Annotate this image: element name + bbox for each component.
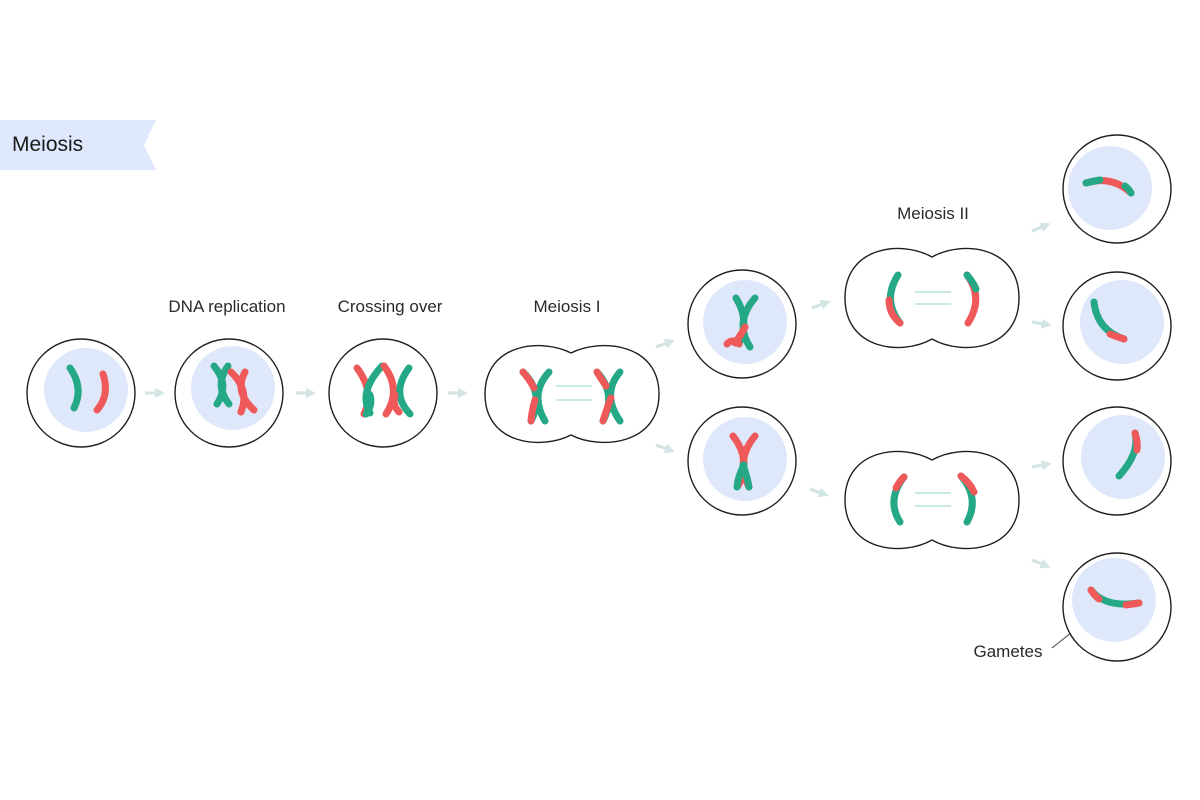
gamete-3 — [1062, 406, 1172, 516]
chromosome-red-segment — [1106, 330, 1128, 343]
title-text: Meiosis — [12, 133, 83, 156]
chromosome-right-red — [957, 472, 978, 496]
chromosome-red — [93, 370, 109, 414]
cell-meiosis-2-bottom — [844, 450, 1020, 550]
chromatid-green-bottom-2 — [739, 461, 753, 491]
nucleus — [191, 346, 275, 430]
arrow-8 — [1030, 218, 1053, 236]
chromosome-left-red — [892, 473, 908, 492]
chromatid-right-red-top — [593, 368, 610, 390]
cell-parent — [26, 338, 136, 448]
nucleus — [1081, 415, 1165, 499]
chromatid-left-red-top — [519, 368, 538, 392]
label-meiosis-2: Meiosis II — [897, 204, 969, 223]
chromatid-red-2 — [237, 368, 258, 414]
label-gametes: Gametes — [974, 642, 1043, 661]
chromosome-right-green — [963, 271, 980, 293]
cell-crossing-over — [328, 338, 438, 448]
cell-daughter-top — [687, 269, 797, 379]
label-meiosis-1: Meiosis I — [533, 297, 600, 316]
arrow-6 — [810, 296, 833, 313]
nucleus — [1080, 280, 1164, 364]
chromosome-red-left — [1087, 586, 1103, 603]
cell-membrane — [484, 344, 660, 444]
chromosome-green-tip — [1121, 182, 1135, 197]
crossover-segment-red — [390, 391, 403, 416]
cell-membrane — [844, 450, 1020, 550]
cell-dna-replication — [174, 338, 284, 448]
cell-meiosis-1 — [484, 344, 660, 444]
cell-meiosis-2-top — [844, 247, 1020, 349]
chromatid-left-2 — [534, 368, 553, 425]
chromatid-red-2 — [380, 362, 397, 418]
arrow-2 — [296, 388, 316, 398]
chromosome-green-segment — [1082, 176, 1104, 187]
label-crossing-over: Crossing over — [338, 297, 443, 316]
gamete-1 — [1062, 134, 1172, 244]
chromosome-red-right — [1122, 599, 1143, 609]
chromatid-left-red-bottom — [527, 396, 539, 425]
chromatid-green-2 — [396, 364, 414, 418]
nucleus — [1068, 146, 1152, 230]
cell-membrane — [328, 338, 438, 448]
arrow-1 — [145, 388, 165, 398]
chromatid-2 — [739, 294, 759, 351]
gamete-4 — [1062, 552, 1172, 662]
arrow-11 — [1030, 555, 1053, 573]
chromosome-red-segment — [1131, 429, 1141, 454]
arrow-9 — [1031, 317, 1053, 331]
cell-daughter-bottom — [687, 406, 797, 516]
title-banner-shape — [0, 120, 156, 170]
chromatid-red-segment — [731, 323, 749, 347]
title-banner: Meiosis — [0, 120, 156, 170]
chromosome-left-red — [885, 296, 904, 327]
chromatid-green-2 — [217, 362, 233, 408]
gamete-2 — [1062, 271, 1172, 381]
chromosome-green — [66, 364, 82, 412]
nucleus — [44, 348, 128, 432]
arrow-3 — [448, 388, 468, 398]
arrow-7 — [808, 484, 831, 501]
arrow-4 — [654, 335, 677, 352]
cell-membrane — [844, 247, 1020, 349]
chromatid-right-red-bottom — [599, 394, 615, 425]
crossover-segment-green — [362, 391, 375, 418]
arrow-10 — [1031, 458, 1053, 472]
label-dna-replication: DNA replication — [168, 297, 285, 316]
arrow-5 — [654, 440, 677, 457]
